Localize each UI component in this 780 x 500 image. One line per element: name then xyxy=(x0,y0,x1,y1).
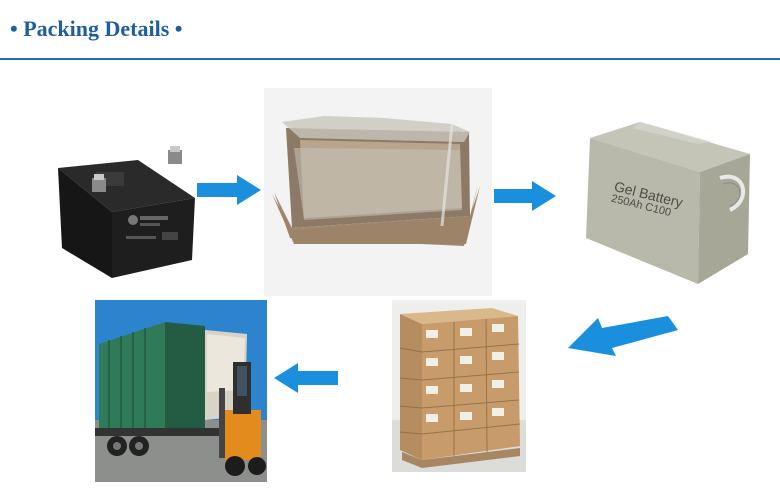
container-loading-photo xyxy=(95,300,267,482)
arrow-down-left-icon xyxy=(568,316,678,356)
open-carton-photo xyxy=(264,88,492,296)
stacked-pallet-photo xyxy=(392,300,526,472)
battery-photo xyxy=(50,120,200,280)
arrow-right-icon xyxy=(197,175,261,205)
header-bar: • Packing Details • xyxy=(0,0,780,60)
sealed-carton-photo: Gel Battery 250Ah C100 xyxy=(580,108,760,298)
arrow-right-icon xyxy=(494,181,556,211)
page-title: • Packing Details • xyxy=(10,16,183,41)
arrow-left-icon xyxy=(274,363,338,393)
